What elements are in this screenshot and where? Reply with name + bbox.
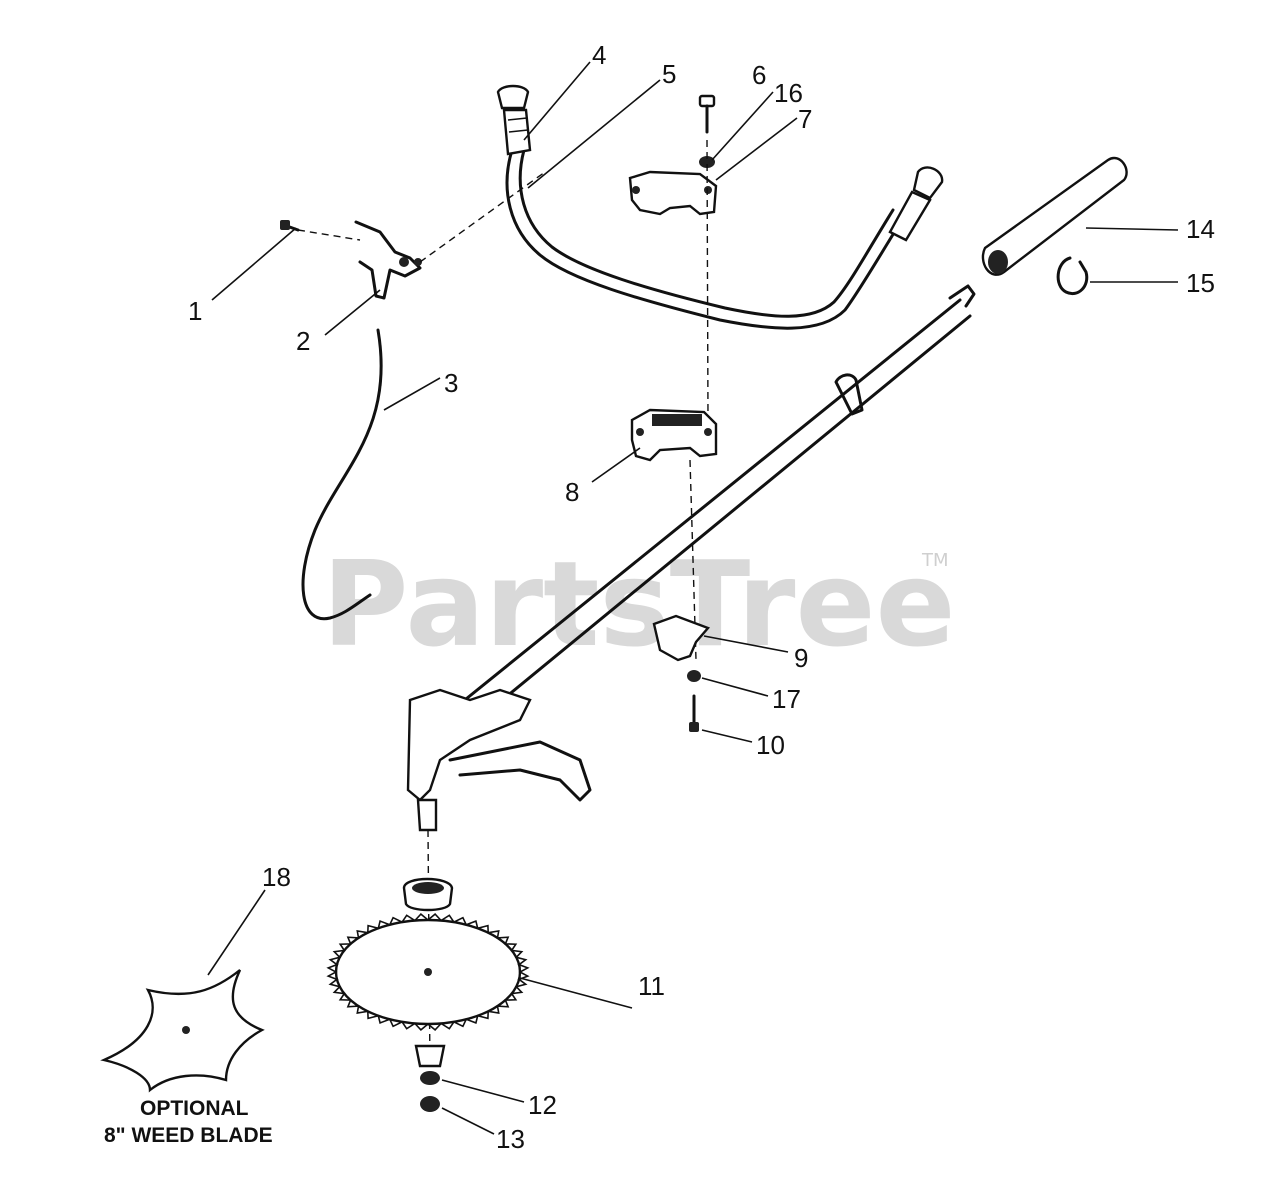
drive-shaft-tube — [438, 284, 976, 740]
leader-lines — [207, 61, 1179, 1135]
callout-10: 10 — [756, 730, 785, 760]
part-14-grip-tube — [981, 156, 1128, 276]
caption-line-2: 8" WEED BLADE — [104, 1124, 273, 1147]
part-4-handle-grip — [496, 84, 532, 156]
right-handle-grip — [888, 166, 944, 242]
part-8-lower-clamp — [630, 408, 718, 462]
part-2-throttle-bracket — [354, 171, 546, 300]
part-17-nut — [687, 670, 701, 682]
gear-head-and-guard — [406, 688, 592, 1071]
watermark-trademark: TM — [921, 550, 949, 571]
callout-14: 14 — [1186, 214, 1215, 244]
part-13-nut — [420, 1096, 440, 1112]
centerline-upper — [706, 139, 709, 421]
callout-16: 16 — [774, 78, 803, 108]
part-6-bolt — [698, 94, 716, 134]
part-9-shaft-bracket — [652, 614, 711, 662]
centerline-lower — [689, 459, 697, 661]
callout-3: 3 — [444, 368, 458, 398]
part-16-washer — [699, 156, 715, 168]
caption-line-1: OPTIONAL — [140, 1097, 249, 1120]
callout-1: 1 — [188, 296, 202, 326]
part-7-upper-clamp — [628, 170, 718, 216]
part-15-clamp-ring — [1056, 256, 1089, 295]
callout-13: 13 — [496, 1124, 525, 1154]
part-1-screw — [280, 220, 361, 241]
callout-5: 5 — [662, 59, 676, 89]
watermark-text: PartsTree — [322, 535, 956, 673]
part-5-handle-bar — [505, 148, 907, 330]
part-18-weed-blade — [100, 969, 265, 1093]
callout-4: 4 — [592, 40, 606, 70]
callout-12: 12 — [528, 1090, 557, 1120]
callout-9: 9 — [794, 643, 808, 673]
callout-8: 8 — [565, 477, 579, 507]
callout-7: 7 — [798, 104, 812, 134]
part-12-nut — [414, 1044, 446, 1085]
saw-blade-teeth — [326, 913, 530, 1031]
saw-teeth-outline — [326, 913, 530, 1031]
callout-2: 2 — [296, 326, 310, 356]
part-11-saw-blade — [334, 918, 522, 1026]
callout-11: 11 — [638, 971, 665, 1001]
callout-6: 6 — [752, 60, 766, 90]
blade-adapter — [402, 877, 454, 912]
part-3-throttle-cable — [301, 328, 383, 621]
callout-15: 15 — [1186, 268, 1215, 298]
callout-18: 18 — [262, 862, 291, 892]
part-10-bolt — [689, 694, 699, 732]
callout-17: 17 — [772, 684, 801, 714]
